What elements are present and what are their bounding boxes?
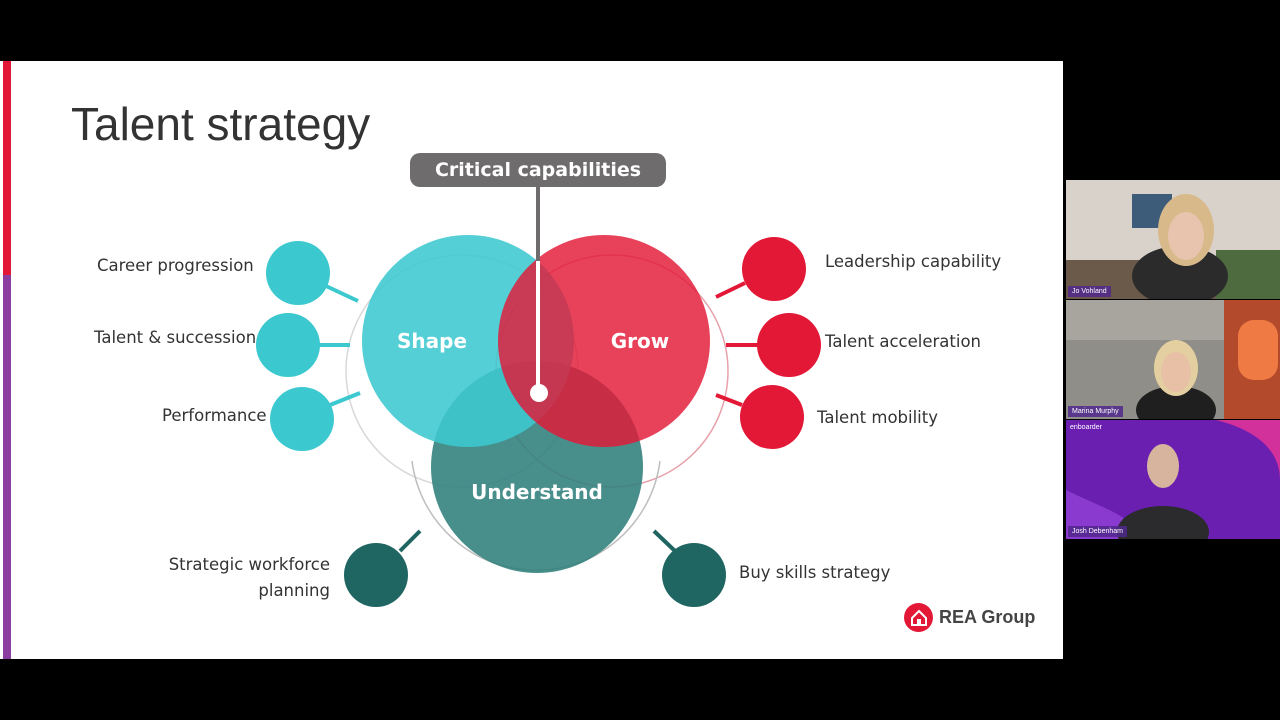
dot-career-progression [266, 241, 330, 305]
participant-tile-1[interactable]: Jo Vohland [1066, 180, 1280, 299]
grow-circle [498, 235, 710, 447]
connector-mobility [715, 393, 743, 407]
rea-group-logo: REA Group [904, 603, 1035, 632]
label-career-progression: Career progression [97, 256, 254, 275]
dot-acceleration [757, 313, 821, 377]
understand-label: Understand [471, 480, 603, 504]
house-icon [904, 603, 933, 632]
dot-leadership [742, 237, 806, 301]
participant-name: Jo Vohland [1068, 286, 1111, 297]
label-talent-mobility: Talent mobility [817, 408, 938, 427]
label-talent-succession: Talent & succession [94, 328, 257, 347]
dot-mobility [740, 385, 804, 449]
grow-label: Grow [610, 329, 670, 353]
label-buy-skills-strategy: Buy skills strategy [739, 563, 891, 582]
label-strategic-workforce-line1: Strategic workforce [168, 555, 330, 574]
connector-performance [329, 391, 361, 407]
venn-diagram [256, 187, 821, 607]
label-talent-acceleration: Talent acceleration [825, 332, 982, 351]
slide-accent-bar-purple [3, 275, 11, 659]
participant-tile-2[interactable]: Marina Murphy [1066, 300, 1280, 419]
participant-name: Marina Murphy [1068, 406, 1123, 417]
connector-leadership [715, 281, 746, 299]
connector-buy-skills [652, 529, 677, 553]
dot-workforce [344, 543, 408, 607]
critical-capabilities-pill: Critical capabilities [410, 153, 666, 187]
shape-label: Shape [396, 329, 468, 353]
label-strategic-workforce-line2: planning [258, 581, 330, 600]
logo-text: REA Group [939, 607, 1036, 627]
enboarder-watermark: enboarder [1070, 424, 1102, 431]
connector-career [325, 284, 359, 303]
slide-accent-bar-red [3, 61, 11, 275]
connector-workforce [398, 529, 422, 553]
dot-performance [270, 387, 334, 451]
pointer-dot [530, 384, 548, 402]
participant-tile-3[interactable]: enboarder Josh Debenham [1066, 420, 1280, 539]
label-leadership-capability: Leadership capability [825, 252, 1002, 271]
dot-talent-succession [256, 313, 320, 377]
presentation-slide: Talent strategy Critical c [0, 61, 1063, 659]
label-performance: Performance [162, 406, 267, 425]
dot-buy-skills [662, 543, 726, 607]
participant-name: Josh Debenham [1068, 526, 1127, 537]
slide-title: Talent strategy [71, 98, 371, 150]
participant-video [1066, 420, 1280, 539]
participant-video [1066, 300, 1280, 419]
participant-video [1066, 180, 1280, 299]
